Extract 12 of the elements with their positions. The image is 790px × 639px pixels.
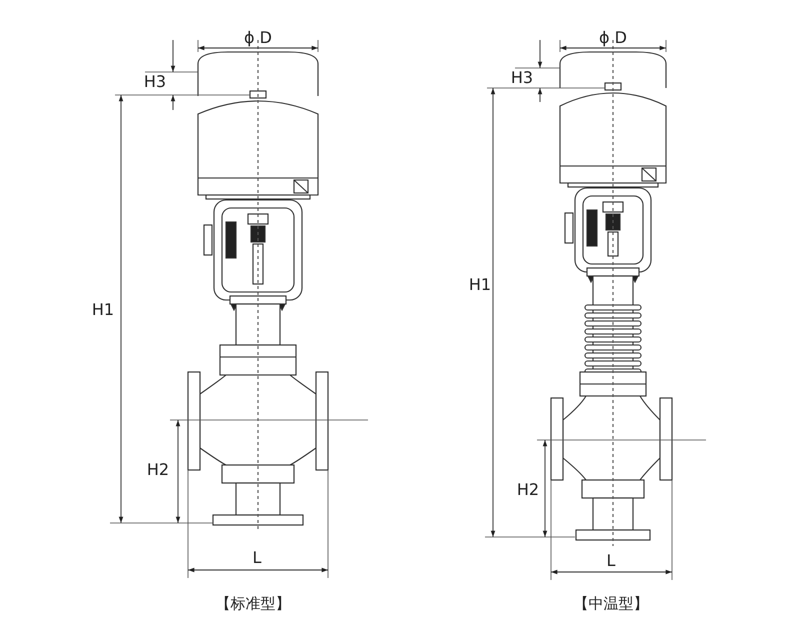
dimension-label: H1: [92, 302, 114, 318]
figure-caption: 【中温型】: [574, 596, 648, 612]
dimension-label: H2: [516, 482, 540, 498]
dimension-label: L: [252, 550, 262, 566]
dimension-label: H1: [468, 277, 492, 293]
dimension-label: H3: [510, 70, 534, 86]
dimension-label: ϕ D: [599, 30, 627, 46]
dimension-label: L: [606, 553, 616, 569]
dimension-label: H2: [146, 462, 170, 478]
dimension-label: H3: [144, 74, 166, 90]
dimension-label: ϕ D: [244, 30, 272, 46]
figure-caption: 【标准型】: [216, 596, 290, 612]
